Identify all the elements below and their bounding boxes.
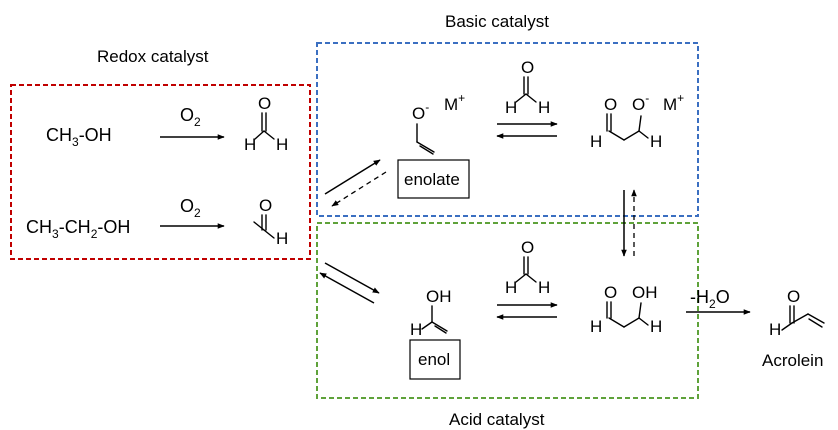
- svg-text:O: O: [521, 238, 534, 257]
- enol-structure: OH H: [410, 287, 452, 339]
- enolate-label: enolate: [404, 170, 460, 189]
- svg-text:H: H: [505, 278, 517, 297]
- acid-region-label: Acid catalyst: [449, 410, 545, 429]
- redox-to-enol-arrow: [324, 262, 380, 294]
- svg-text:H: H: [244, 135, 256, 154]
- o2-reagent-top: O2: [180, 105, 201, 129]
- acetaldehyde: O H: [253, 196, 288, 248]
- svg-text:H: H: [276, 229, 288, 248]
- svg-text:H: H: [769, 320, 781, 339]
- basic-region-label: Basic catalyst: [445, 12, 549, 31]
- svg-text:O: O: [521, 58, 534, 77]
- svg-text:O: O: [787, 287, 800, 306]
- svg-text:OH: OH: [426, 287, 452, 306]
- ethanol-formula: CH3-CH2-OH: [26, 217, 130, 241]
- acrolein-label: Acrolein: [762, 351, 823, 370]
- svg-text:OH: OH: [632, 283, 658, 302]
- svg-text:H: H: [650, 317, 662, 336]
- enol-label: enol: [418, 350, 450, 369]
- svg-text:M+: M+: [663, 91, 684, 114]
- svg-text:H: H: [276, 135, 288, 154]
- svg-text:O: O: [604, 95, 617, 114]
- svg-text:H: H: [538, 98, 550, 117]
- formaldehyde-basic: O H H: [505, 58, 550, 117]
- acid-region-box: [316, 222, 699, 399]
- enol-label-box: [409, 339, 461, 380]
- aldol-alkoxide-product: O H H O- M+: [590, 91, 684, 151]
- acrolein-structure: O H: [769, 287, 825, 339]
- svg-text:H: H: [538, 278, 550, 297]
- svg-text:O: O: [258, 94, 271, 113]
- svg-text:H: H: [410, 320, 422, 339]
- enolate-label-box: [397, 159, 470, 199]
- formaldehyde-redox: O H H: [244, 94, 288, 154]
- svg-text:O: O: [604, 283, 617, 302]
- svg-text:H: H: [590, 317, 602, 336]
- svg-text:H: H: [590, 132, 602, 151]
- svg-text:M+: M+: [444, 91, 465, 114]
- enolate-structure: O- M+: [412, 91, 465, 155]
- redox-region-box: [10, 84, 311, 260]
- svg-text:H: H: [505, 98, 517, 117]
- redox-to-enolate-arrow: [324, 159, 381, 195]
- svg-text:O-: O-: [632, 91, 649, 114]
- svg-text:O-: O-: [412, 100, 429, 123]
- enolate-to-redox-arrow: [331, 171, 387, 207]
- basic-region-box: [316, 42, 699, 217]
- svg-text:O: O: [259, 196, 272, 215]
- enol-to-redox-arrow: [319, 272, 375, 304]
- redox-region-label: Redox catalyst: [97, 47, 209, 66]
- svg-text:H: H: [650, 132, 662, 151]
- formaldehyde-acid: O H H: [505, 238, 550, 297]
- methanol-formula: CH3-OH: [46, 125, 112, 149]
- o2-reagent-bottom: O2: [180, 196, 201, 220]
- aldol-product: O H H OH: [590, 283, 662, 336]
- dehydration-label: -H2O: [690, 287, 730, 311]
